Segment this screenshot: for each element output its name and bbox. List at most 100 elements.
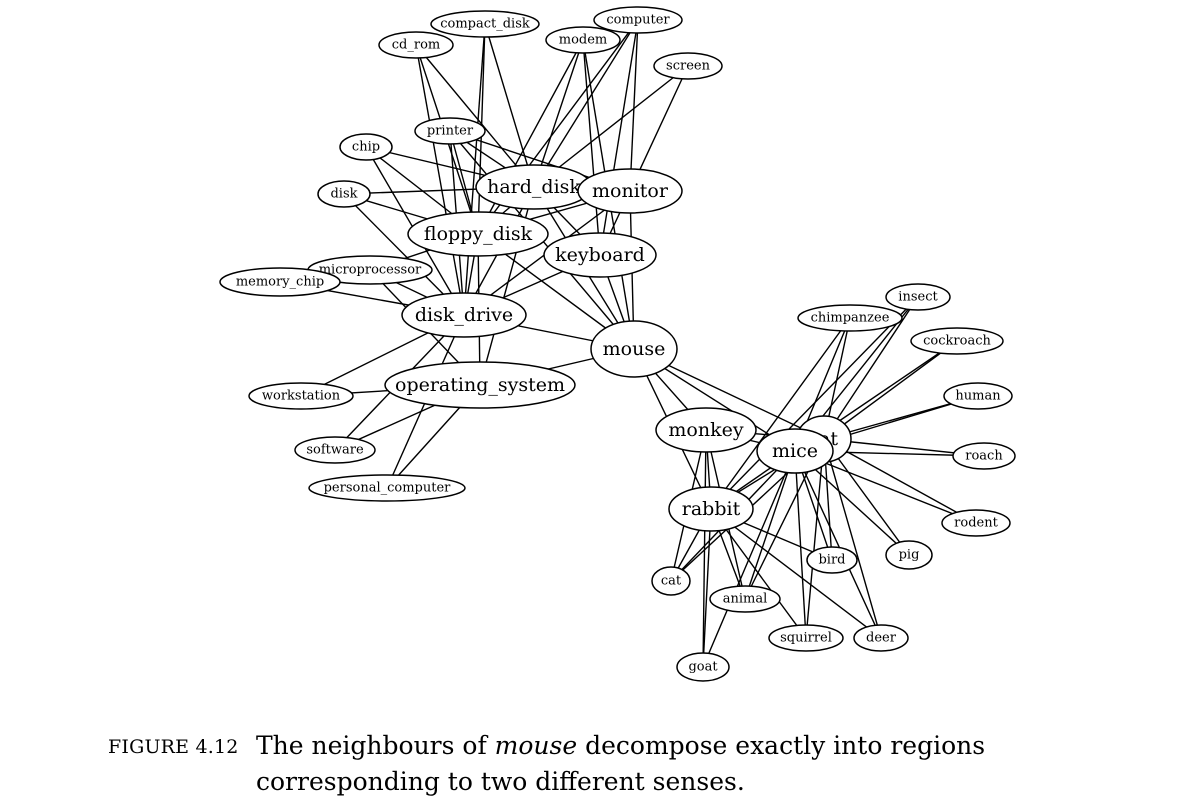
node-disk_drive: disk_drive bbox=[401, 292, 527, 338]
node-label: disk bbox=[330, 187, 357, 202]
node-operating_system: operating_system bbox=[384, 361, 576, 409]
node-ellipse bbox=[339, 133, 393, 161]
node-printer: printer bbox=[414, 117, 486, 145]
node-ellipse bbox=[407, 211, 549, 257]
node-label: mice bbox=[772, 440, 818, 462]
edge-cd_rom-disk_drive bbox=[415, 44, 465, 316]
node-label: monitor bbox=[592, 180, 669, 202]
node-squirrel: squirrel bbox=[768, 624, 844, 652]
node-ellipse bbox=[294, 436, 376, 464]
node-ellipse bbox=[653, 52, 723, 80]
node-label: compact_disk bbox=[440, 17, 530, 32]
node-deer: deer bbox=[853, 624, 909, 652]
node-rodent: rodent bbox=[941, 509, 1011, 537]
node-ellipse bbox=[543, 232, 657, 278]
edge-modem-hard_disk bbox=[533, 39, 584, 188]
node-ellipse bbox=[308, 474, 466, 502]
node-label: cd_rom bbox=[392, 38, 440, 53]
node-ellipse bbox=[593, 6, 683, 34]
graph-nodes: compact_disk computer cd_rom modem screen pri… bbox=[219, 6, 1016, 682]
node-label: personal_computer bbox=[324, 481, 452, 496]
edge-mice-animal bbox=[744, 450, 796, 600]
node-label: cat bbox=[661, 574, 682, 589]
node-label: human bbox=[955, 389, 1001, 404]
node-label: squirrel bbox=[780, 631, 832, 646]
node-label: bird bbox=[818, 553, 845, 568]
edge-insect-rabbit bbox=[710, 296, 919, 510]
node-label: computer bbox=[606, 13, 670, 28]
node-label: mouse bbox=[603, 338, 666, 360]
edge-computer-monitor bbox=[629, 19, 639, 192]
edge-rabbit-goat bbox=[702, 508, 712, 668]
node-chip: chip bbox=[339, 133, 393, 161]
node-ellipse bbox=[378, 31, 454, 59]
node-label: operating_system bbox=[395, 374, 565, 396]
node-label: modem bbox=[559, 33, 608, 48]
node-ellipse bbox=[952, 442, 1016, 470]
node-ellipse bbox=[885, 540, 933, 570]
node-ellipse bbox=[756, 428, 834, 474]
edge-mice-squirrel bbox=[794, 450, 807, 639]
node-workstation: workstation bbox=[248, 382, 354, 410]
node-ellipse bbox=[853, 624, 909, 652]
node-ellipse bbox=[590, 320, 678, 378]
node-ellipse bbox=[709, 585, 781, 613]
node-label: goat bbox=[688, 660, 718, 675]
word-graph: compact_disk computer cd_rom modem screen pri… bbox=[219, 6, 1016, 682]
node-ellipse bbox=[545, 26, 621, 54]
node-label: chimpanzee bbox=[811, 311, 890, 326]
edge-compact_disk-disk_drive bbox=[463, 23, 486, 316]
node-label: floppy_disk bbox=[424, 223, 533, 245]
node-cat: cat bbox=[651, 566, 691, 596]
node-ellipse bbox=[668, 486, 754, 532]
node-ellipse bbox=[248, 382, 354, 410]
node-ellipse bbox=[797, 304, 903, 332]
edge-mice-goat bbox=[702, 450, 796, 668]
node-cockroach: cockroach bbox=[910, 327, 1004, 355]
node-label: keyboard bbox=[555, 244, 645, 266]
node-label: monkey bbox=[668, 419, 743, 441]
node-pig: pig bbox=[885, 540, 933, 570]
edge-rodent-rat bbox=[823, 438, 977, 524]
node-modem: modem bbox=[545, 26, 621, 54]
edge-computer-keyboard bbox=[599, 19, 639, 256]
node-ellipse bbox=[885, 283, 951, 311]
node-ellipse bbox=[655, 407, 757, 453]
node-screen: screen bbox=[653, 52, 723, 80]
node-label: insect bbox=[898, 290, 938, 305]
node-label: deer bbox=[866, 631, 897, 646]
caption-text: The neighbours of mouse decompose exactl… bbox=[256, 728, 1156, 800]
node-label: pig bbox=[899, 548, 920, 563]
node-mouse: mouse bbox=[590, 320, 678, 378]
edge-monkey-goat bbox=[702, 429, 707, 668]
node-ellipse bbox=[414, 117, 486, 145]
node-ellipse bbox=[941, 509, 1011, 537]
node-floppy_disk: floppy_disk bbox=[407, 211, 549, 257]
node-label: animal bbox=[723, 592, 768, 607]
edge-chimpanzee-rabbit bbox=[710, 317, 851, 510]
node-monitor: monitor bbox=[577, 168, 683, 214]
node-label: rabbit bbox=[682, 498, 741, 520]
node-computer: computer bbox=[593, 6, 683, 34]
node-label: disk_drive bbox=[415, 304, 513, 326]
node-chimpanzee: chimpanzee bbox=[797, 304, 903, 332]
node-roach: roach bbox=[952, 442, 1016, 470]
node-ellipse bbox=[943, 382, 1013, 410]
node-ellipse bbox=[430, 10, 540, 38]
node-label: software bbox=[306, 443, 364, 458]
node-label: workstation bbox=[262, 389, 341, 404]
node-ellipse bbox=[768, 624, 844, 652]
node-insect: insect bbox=[885, 283, 951, 311]
edge-compact_disk-hard_disk bbox=[484, 23, 535, 188]
node-label: hard_disk bbox=[487, 176, 581, 198]
node-label: chip bbox=[352, 140, 380, 155]
figure-number: FIGURE 4.12 bbox=[108, 736, 239, 758]
node-personal_computer: personal_computer bbox=[308, 474, 466, 502]
edge-rabbit-deer bbox=[710, 508, 882, 639]
node-label: microprocessor bbox=[319, 263, 422, 278]
node-ellipse bbox=[676, 652, 730, 682]
node-rabbit: rabbit bbox=[668, 486, 754, 532]
node-bird: bird bbox=[806, 546, 858, 574]
node-ellipse bbox=[219, 267, 341, 297]
node-ellipse bbox=[806, 546, 858, 574]
